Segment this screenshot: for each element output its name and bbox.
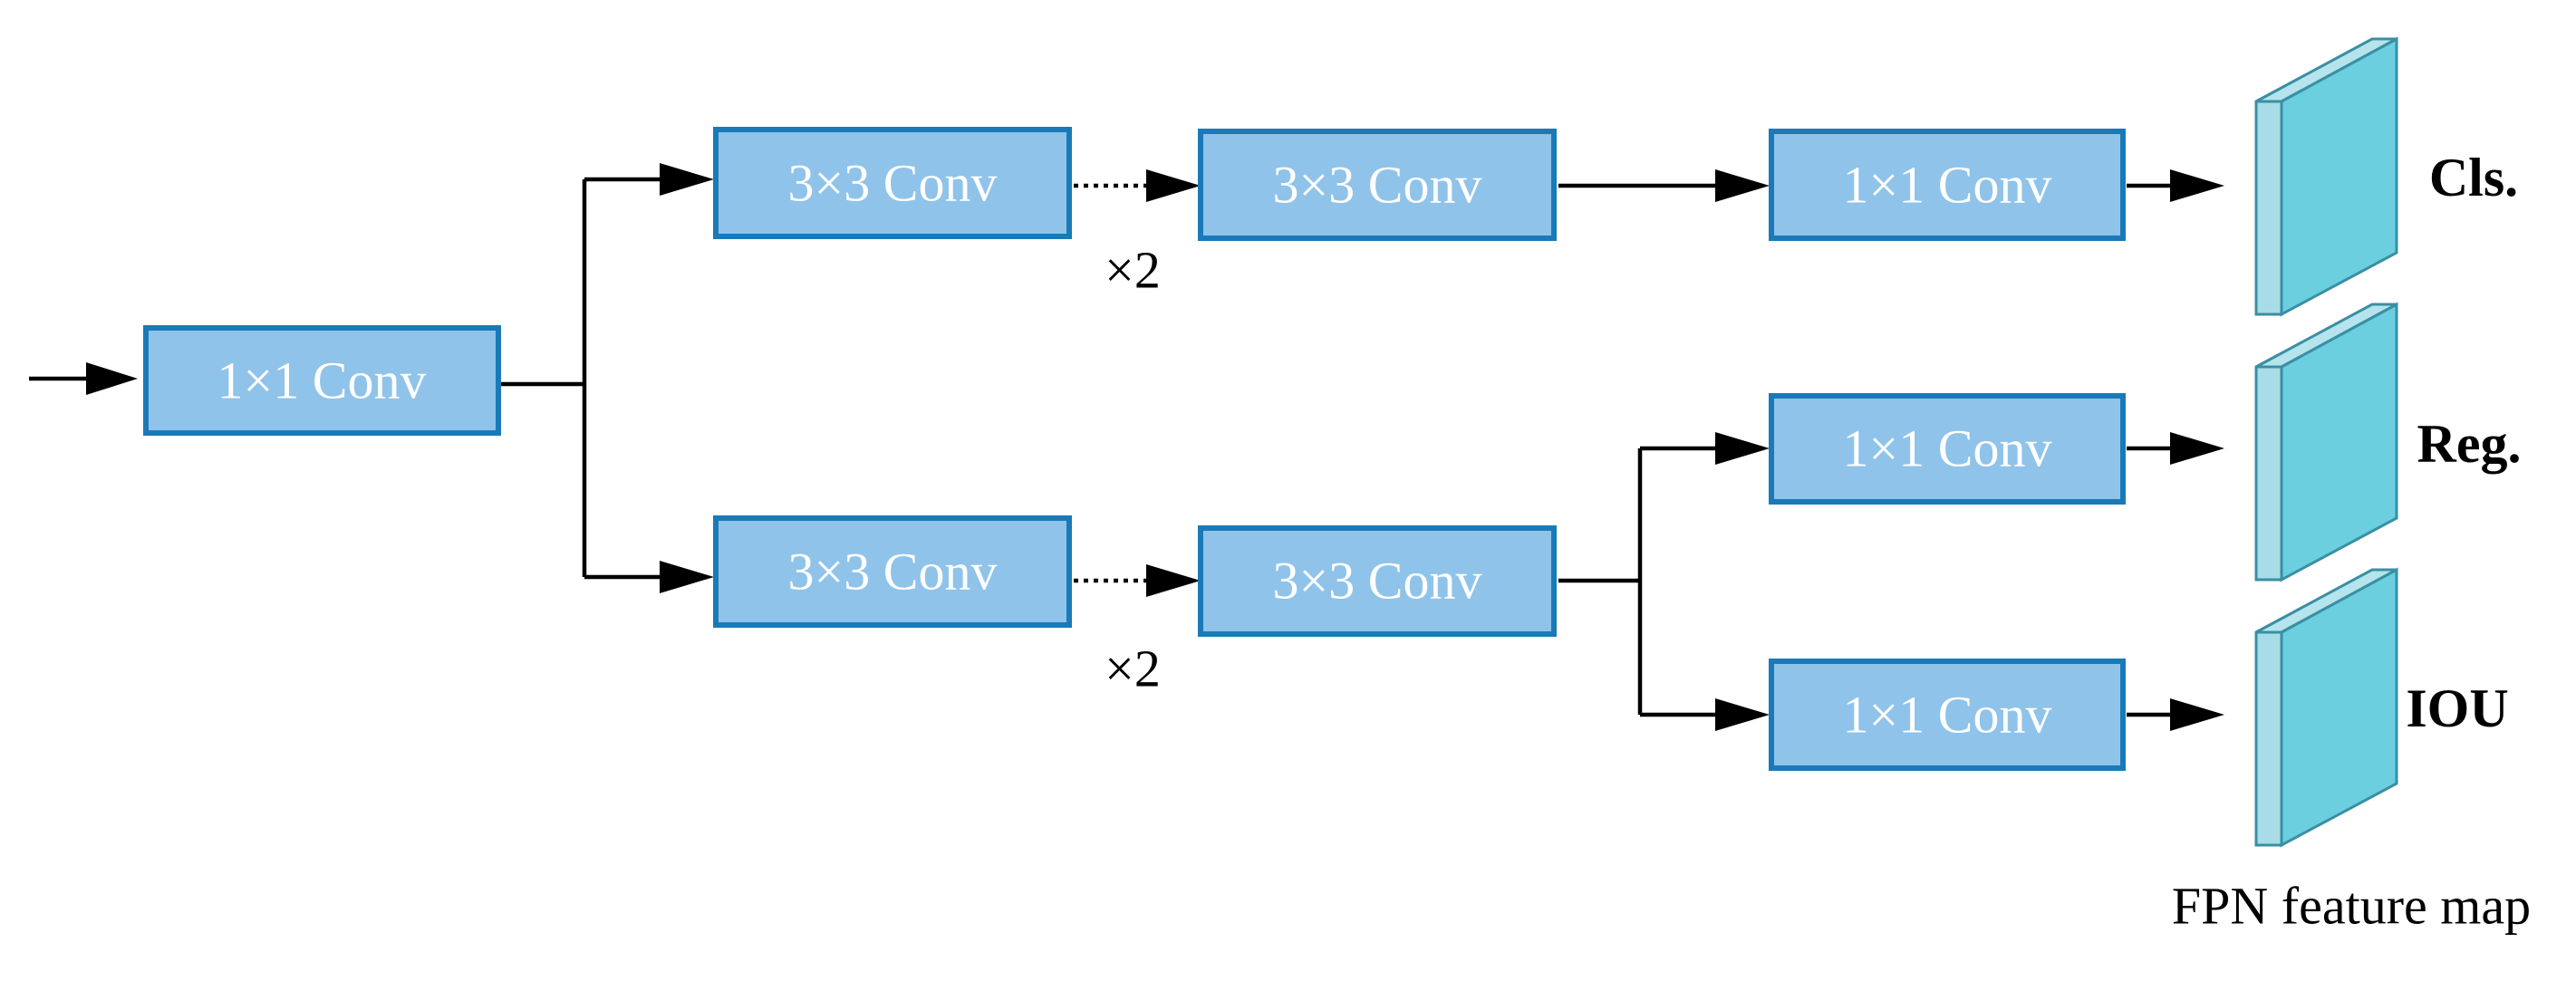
cls-output-label: Cls. [2429,148,2518,207]
feature-map-caption: FPN feature map [2172,877,2531,936]
input-conv-label: 1×1 Conv [217,351,427,410]
top-to-cls-arrowhead [1715,169,1770,202]
reg-out-arrowhead [2170,432,2224,465]
reg-head-conv-box: 1×1 Conv [1769,393,2126,505]
iou-out-arrowhead [2170,698,2224,731]
reg-conv-a-box: 3×3 Conv [713,515,1072,628]
reg-output-label: Reg. [2417,414,2522,474]
iou-head-conv-label: 1×1 Conv [1843,686,2052,745]
input-arrowhead [86,362,138,395]
cls-conv-a-label: 3×3 Conv [788,154,998,213]
cls-conv-b-box: 3×3 Conv [1198,129,1557,241]
cls-head-conv-label: 1×1 Conv [1843,156,2052,215]
top-repeat-label: ×2 [1105,241,1161,300]
iou-feature-map [2254,567,2398,848]
input-conv-box: 1×1 Conv [143,325,501,436]
top-repeat-arrowhead [1146,169,1201,202]
cls-out-arrowhead [2170,169,2224,202]
bottom-split-iou-arrowhead [1715,698,1770,731]
reg-head-conv-label: 1×1 Conv [1843,419,2052,478]
iou-output-label: IOU [2406,678,2508,738]
cls-feature-map [2254,36,2398,317]
bottom-split-reg-arrowhead [1715,432,1770,465]
bottom-repeat-label: ×2 [1105,640,1161,698]
iou-head-conv-box: 1×1 Conv [1769,659,2126,771]
reg-conv-a-label: 3×3 Conv [788,543,998,601]
reg-conv-b-box: 3×3 Conv [1198,525,1557,637]
cls-head-conv-box: 1×1 Conv [1769,129,2126,241]
split-bottom-arrowhead [660,561,714,593]
split-top-arrowhead [660,163,714,196]
cls-conv-b-label: 3×3 Conv [1273,156,1482,215]
bottom-repeat-arrowhead [1146,564,1201,597]
reg-conv-b-label: 3×3 Conv [1273,552,1482,611]
cls-conv-a-box: 3×3 Conv [713,127,1072,239]
reg-feature-map [2254,302,2398,582]
